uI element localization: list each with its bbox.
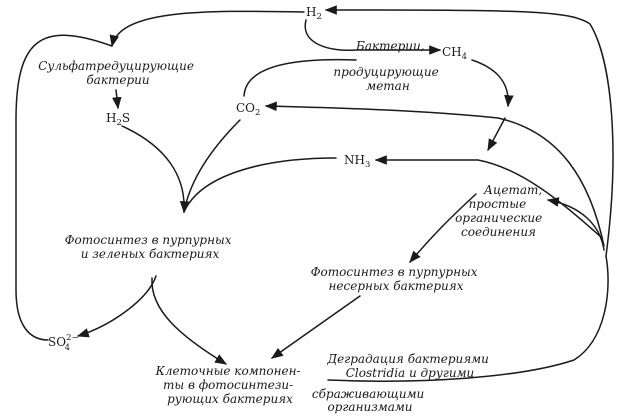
edge-trunk-to-acetate (546, 197, 605, 251)
edge-h2s-to-photo-purple-green (121, 125, 190, 214)
node-degradation: Деградация бактериями Clostridia и други… (326, 352, 492, 380)
node-methanogens-subtitle: продуцирующие метан (333, 65, 442, 93)
edges (15, 5, 614, 382)
edge-h2-to-methanogens (304, 19, 442, 55)
node-nh3: NH3 (344, 153, 370, 170)
node-ch4: CH4 (442, 45, 467, 62)
node-co2: CO2 (236, 101, 260, 118)
node-photosynthesis-purple-green: Фотосинтез в пурпурных и зеленых бактери… (65, 233, 236, 261)
edge-photo-to-so4 (76, 275, 157, 338)
edge-sulfate-bacteria-to-h2s (112, 89, 122, 110)
node-photosynthesis-nonsulfur: Фотосинтез в пурпурных несерных бактерия… (311, 265, 482, 293)
edge-degradation-trunk (327, 255, 609, 382)
nodes: H2 Сульфатредуцирующие бактерии H2S Бакт… (38, 5, 546, 414)
node-so4: SO2−4 (48, 333, 79, 353)
edge-trunk-to-nh3 (374, 155, 603, 239)
edge-photo-to-cell-components (151, 277, 228, 365)
node-h2s: H2S (106, 111, 130, 128)
node-acetate: Ацетат, простые органические соединения (455, 183, 546, 239)
node-cell-components: Клеточные компонен- ты в фотосинтези- ру… (155, 364, 305, 406)
edge-to-acetate (487, 117, 506, 152)
node-methanogens-title: Бактерии, (355, 39, 425, 53)
edge-nonsulfur-to-cell-components (271, 295, 361, 359)
edge-nh3-to-photo-purple-green (183, 157, 337, 213)
node-fermenting-organisms: сбраживающими организмами (312, 387, 428, 414)
edge-acetate-to-nonsulfur (409, 193, 477, 263)
edge-h2-to-sulfate-bacteria (109, 10, 305, 48)
node-sulfate-reducing-bacteria: Сульфатредуцирующие бактерии (38, 59, 198, 87)
edge-left-loop-to-so4 (15, 34, 113, 341)
edge-co2-to-methanogens (243, 58, 357, 97)
edge-trunk-to-co2 (264, 101, 605, 247)
edge-ch4-down (471, 59, 514, 108)
edge-co2-to-photo-purple-green (183, 119, 241, 213)
node-h2: H2 (306, 5, 322, 22)
edge-trunk-to-h2 (324, 5, 614, 257)
